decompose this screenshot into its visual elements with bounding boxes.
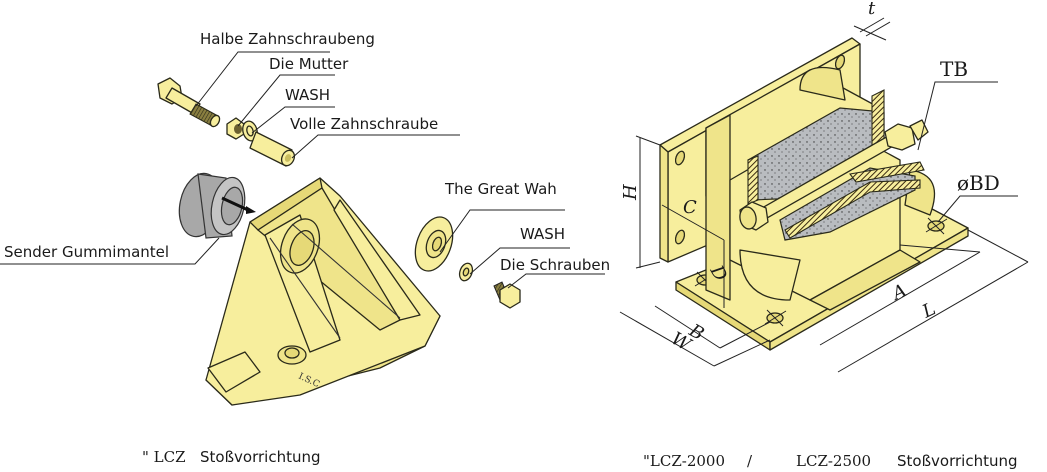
- dim-label-bd: øBD: [957, 171, 1000, 195]
- bracket: I.S.C: [205, 177, 441, 406]
- label-half-threaded-bolt: Halbe Zahnschraubeng: [200, 30, 375, 48]
- dim-label-tb: TB: [940, 57, 968, 81]
- through-bolt: [739, 119, 929, 231]
- dim-label-h: H: [620, 184, 641, 201]
- screw: [493, 281, 521, 309]
- left-caption: " LCZ Stoßvorrichtung: [142, 448, 321, 466]
- right-caption-model-b: LCZ-2500: [796, 452, 871, 470]
- label-screws: Die Schrauben: [500, 256, 610, 274]
- dim-label-a: A: [887, 280, 909, 305]
- right-dimension-view: t TB øBD H C D A L B W "LCZ-2000 / LCZ-2…: [619, 0, 1029, 470]
- dim-label-c: C: [683, 197, 697, 218]
- nut: [226, 117, 245, 140]
- right-caption: "LCZ-2000 / LCZ-2500 Stoßvorrichtung: [643, 452, 1018, 470]
- label-rubber-sleeve: Sender Gummimantel: [4, 243, 169, 261]
- label-nut: Die Mutter: [269, 55, 349, 73]
- right-caption-model-a: "LCZ-2000: [643, 452, 725, 470]
- half-threaded-bolt: [157, 77, 221, 128]
- washer-bottom: [458, 262, 474, 282]
- label-large-washer: The Great Wah: [444, 180, 557, 198]
- dimension-lines: [619, 17, 1029, 373]
- label-washer-top: WASH: [285, 86, 330, 104]
- right-caption-separator: /: [747, 452, 753, 470]
- right-caption-suffix: Stoßvorrichtung: [897, 452, 1018, 470]
- full-threaded-sleeve: [249, 131, 296, 167]
- dim-label-l: L: [918, 298, 939, 323]
- dim-label-t: t: [868, 0, 876, 19]
- leader-lines-left: [0, 51, 605, 289]
- label-full-threaded-bolt: Volle Zahnschraube: [290, 115, 438, 133]
- rubber-cushion: [747, 89, 925, 241]
- left-exploded-view: I.S.C Halbe Zahnsc: [0, 30, 610, 466]
- large-washer: [414, 216, 454, 272]
- left-caption-model: " LCZ: [142, 448, 186, 466]
- left-caption-suffix: Stoßvorrichtung: [200, 448, 321, 466]
- rubber-sleeve: [178, 172, 256, 239]
- label-washer-bottom: WASH: [520, 225, 565, 243]
